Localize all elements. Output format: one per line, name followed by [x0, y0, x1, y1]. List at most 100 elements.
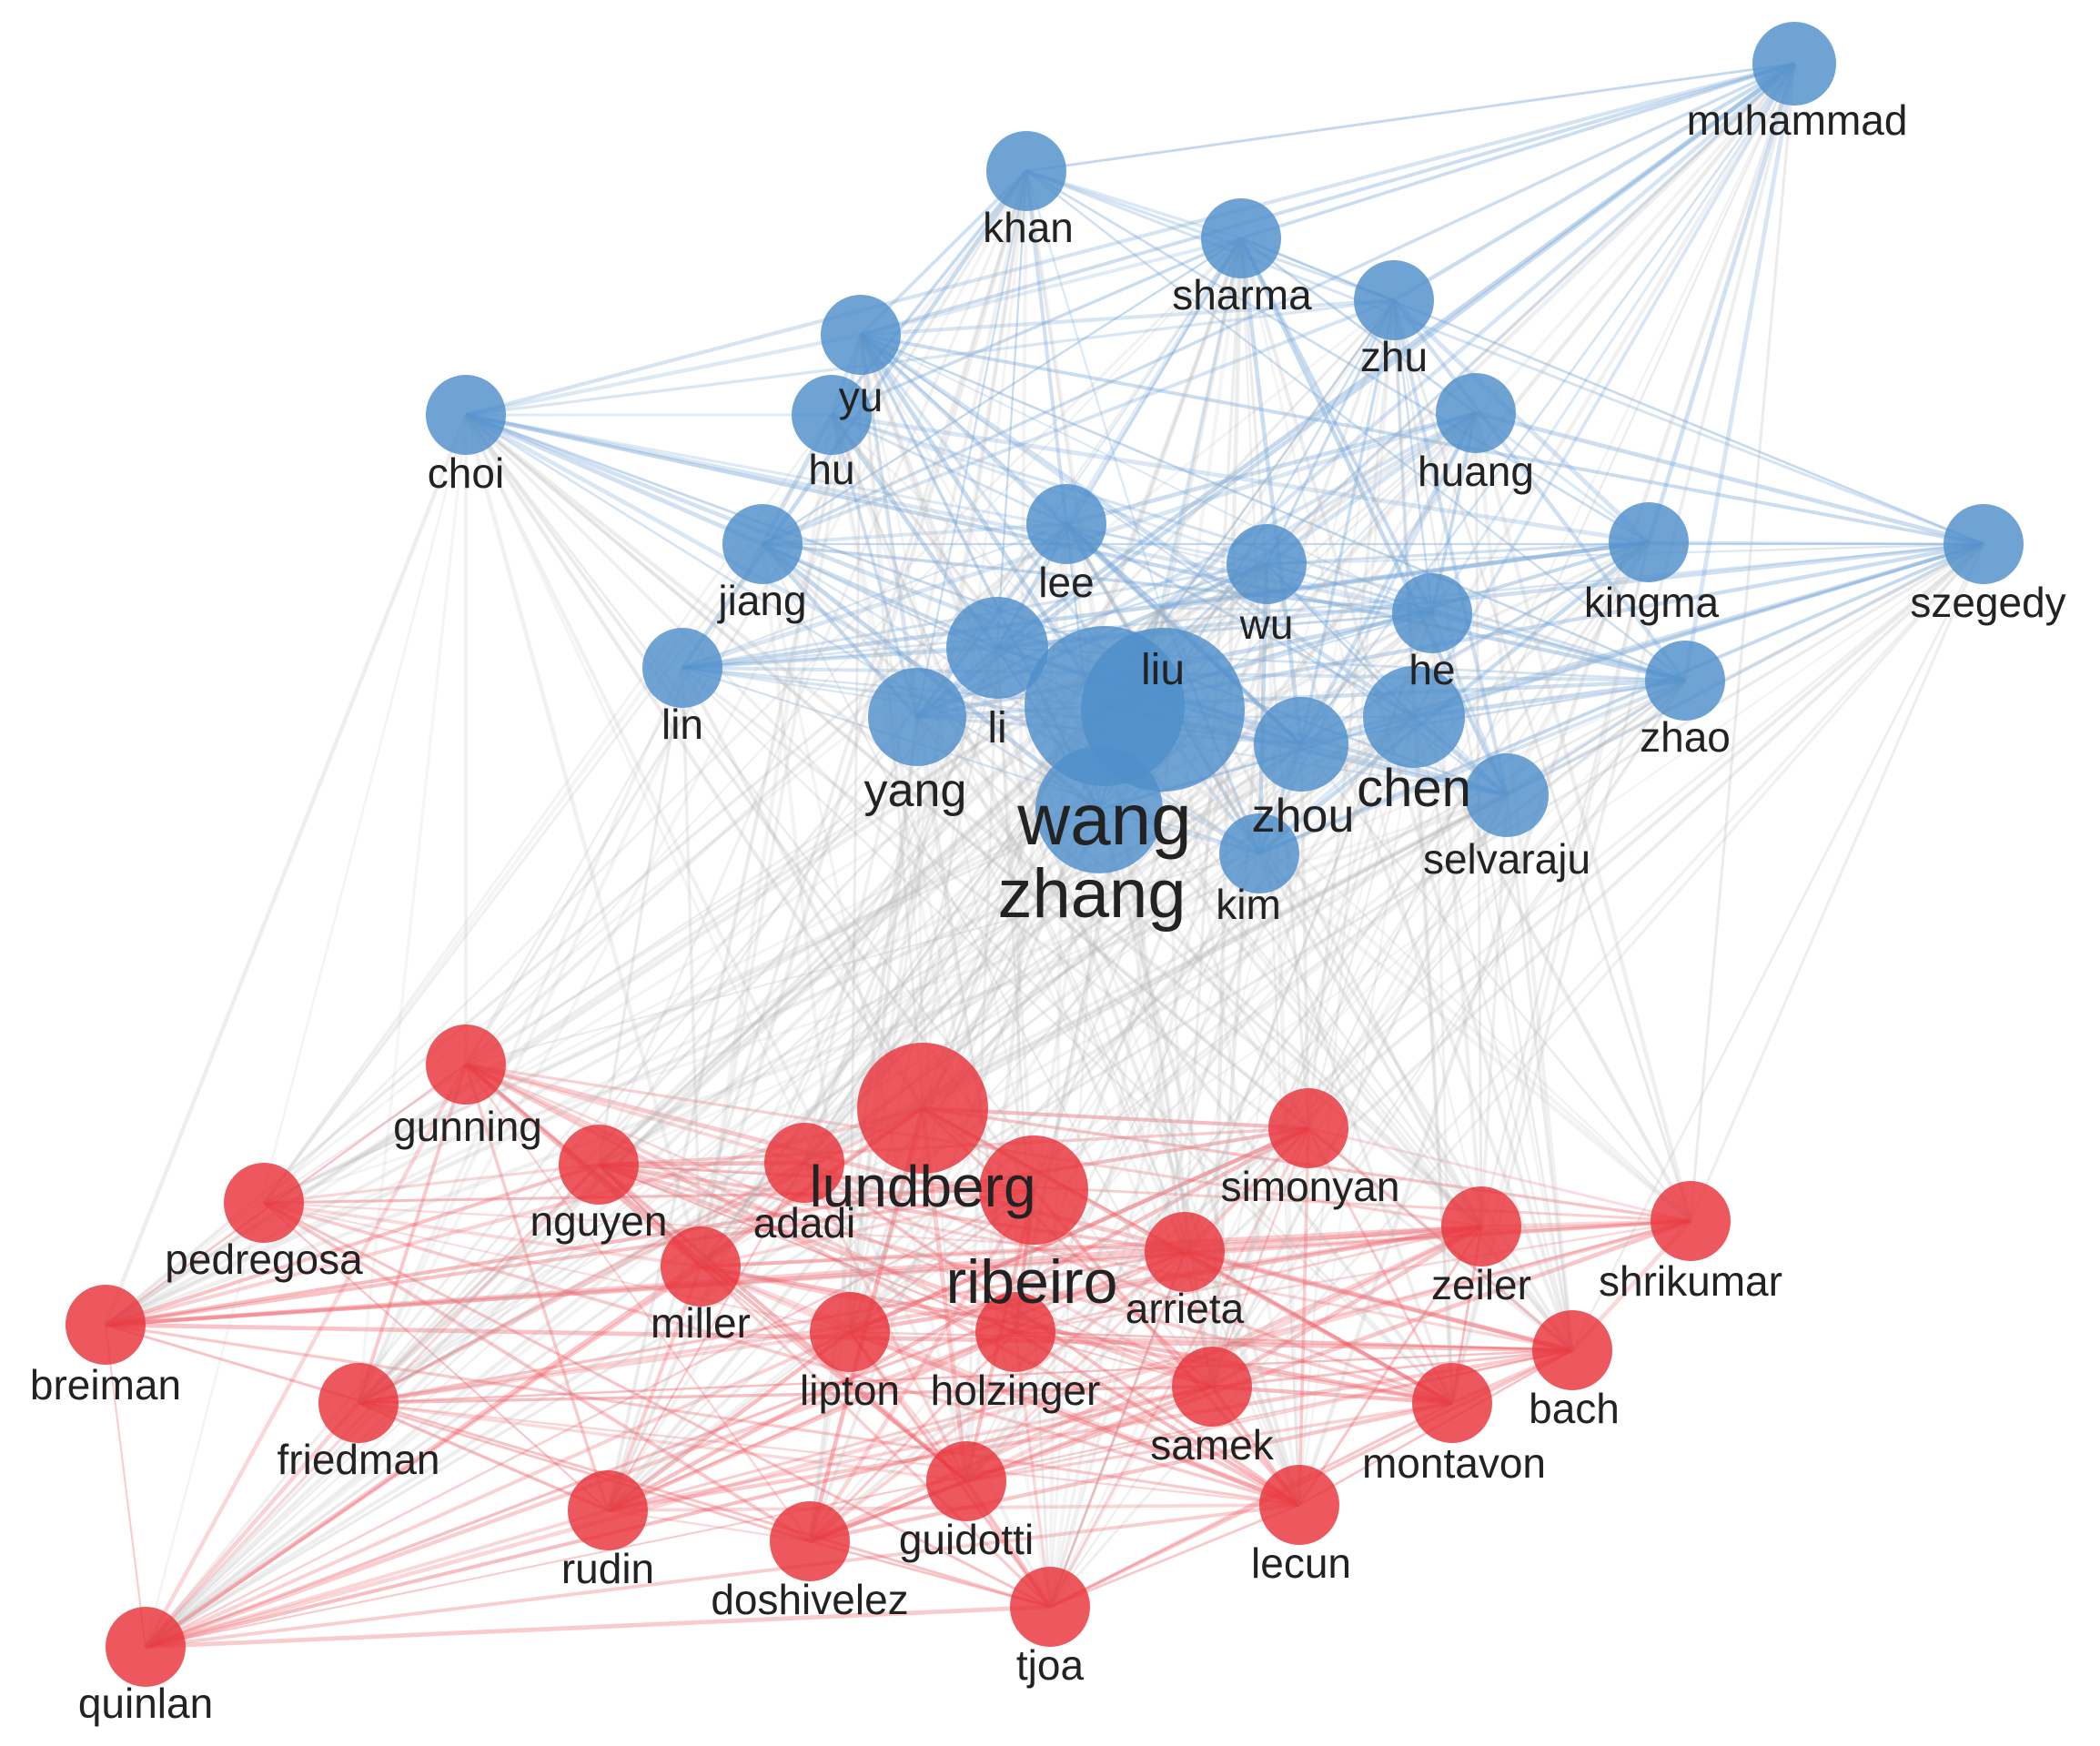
- node-szegedy: [1944, 504, 2024, 584]
- edge-kim-gunning: [465, 852, 1260, 1066]
- edge-khan-gunning: [464, 170, 1028, 1065]
- edge-hu-tjoa: [830, 414, 1052, 1608]
- edge-breiman-lecun: [105, 1323, 1300, 1507]
- edge-muhammad-zhao: [1682, 63, 1797, 681]
- edge-pedregosa-lipton: [263, 1201, 851, 1334]
- edge-miller-rudin: [606, 1266, 702, 1511]
- edge-li-ribeiro: [995, 647, 1035, 1191]
- edge-jiang-samek: [761, 543, 1214, 1388]
- edge-miller-guidotti: [700, 1266, 967, 1482]
- edge-lee-lin: [681, 523, 1067, 669]
- node-lundberg: [857, 1043, 988, 1174]
- edge-sharma-yu: [860, 237, 1242, 337]
- node-jiang: [722, 504, 803, 584]
- edge-lecun-quinlan: [145, 1503, 1300, 1649]
- edge-zhang-lecun: [1096, 809, 1302, 1506]
- label-tjoa: tjoa: [1016, 1641, 1085, 1689]
- edge-lin-kim: [681, 666, 1260, 855]
- node-kingma: [1609, 502, 1689, 582]
- edge-chen-lipton: [848, 715, 1416, 1334]
- edge-zhu-zhou: [1299, 299, 1396, 745]
- edge-choi-tjoa: [464, 414, 1052, 1608]
- edge-adadi-rudin: [606, 1162, 806, 1511]
- edge-chen-simonyan: [1307, 716, 1416, 1129]
- edge-khan-kingma: [1025, 169, 1650, 544]
- edge-samek-quinlan: [145, 1385, 1213, 1649]
- edge-samek-rudin: [607, 1385, 1213, 1512]
- edge-gunning-friedman: [357, 1064, 468, 1404]
- edge-li-lipton: [848, 647, 999, 1333]
- edge-choi-guidotti: [464, 414, 968, 1482]
- edge-muhammad-zhou: [1299, 63, 1796, 745]
- node-zhang: [1035, 746, 1163, 873]
- edge-friedman-doshivelez: [358, 1401, 811, 1543]
- edge-nguyen-arrieta: [598, 1163, 1186, 1254]
- edge-khan-lee: [1024, 170, 1069, 525]
- edge-khan-adadi: [803, 170, 1028, 1164]
- edge-hu-lee: [831, 413, 1067, 526]
- label-zeiler: zeiler: [1431, 1261, 1531, 1308]
- edge-zhao-friedman: [358, 679, 1686, 1405]
- node-bach: [1532, 1310, 1612, 1390]
- edge-hu-arrieta: [830, 414, 1186, 1253]
- node-selvaraju: [1465, 753, 1549, 837]
- edge-simonyan-rudin: [606, 1126, 1310, 1512]
- edge-wu-kingma: [1266, 540, 1650, 566]
- edge-hu-samek: [830, 414, 1214, 1388]
- label-wu: wu: [1239, 601, 1294, 648]
- edge-montavon-doshivelez: [809, 1400, 1453, 1544]
- label-holzinger: holzinger: [931, 1367, 1101, 1414]
- edge-hu-kingma: [831, 412, 1650, 545]
- edge-simonyan-lipton: [849, 1125, 1309, 1335]
- edge-kingma-rudin: [606, 540, 1651, 1512]
- edge-sharma-simonyan: [1239, 237, 1310, 1129]
- node-yu: [821, 295, 901, 375]
- edge-choi-breiman: [103, 414, 469, 1326]
- edge-arrieta-doshivelez: [808, 1250, 1186, 1543]
- edge-chen-shrikumar: [1412, 715, 1692, 1223]
- node-miller: [661, 1226, 741, 1307]
- edge-nguyen-pedregosa: [263, 1163, 600, 1205]
- edge-shrikumar-rudin: [607, 1219, 1691, 1512]
- edge-szegedy-lin: [681, 542, 1984, 670]
- edge-kingma-tjoa: [1048, 541, 1651, 1608]
- edge-montavon-tjoa: [1049, 1401, 1453, 1609]
- edge-zhao-holzinger: [1015, 680, 1686, 1333]
- node-lipton: [810, 1292, 890, 1372]
- edge-simonyan-montavon: [1307, 1127, 1454, 1404]
- node-chen: [1363, 666, 1465, 768]
- edge-he-tjoa: [1048, 612, 1434, 1608]
- label-liu: liu: [1141, 646, 1185, 694]
- label-chen: chen: [1357, 759, 1471, 818]
- edge-hu-lecun: [830, 414, 1301, 1506]
- edge-lin-bach: [681, 666, 1574, 1352]
- edge-bach-samek: [1211, 1348, 1573, 1388]
- node-muhammad: [1752, 22, 1836, 106]
- edge-zhou-shrikumar: [1299, 743, 1692, 1222]
- edge-muhammad-chen: [1412, 63, 1796, 718]
- edge-muhammad-jiang: [762, 62, 1795, 546]
- edge-hu-miller: [698, 414, 834, 1267]
- edge-breiman-tjoa: [105, 1323, 1051, 1609]
- label-doshivelez: doshivelez: [711, 1576, 908, 1623]
- edge-sharma-jiang: [762, 237, 1242, 545]
- edge-chen-nguyen: [598, 715, 1415, 1166]
- label-friedman: friedman: [278, 1436, 440, 1483]
- edge-nguyen-bach: [598, 1163, 1573, 1352]
- edge-zeiler-lecun: [1297, 1226, 1483, 1506]
- label-rudin: rudin: [561, 1545, 654, 1592]
- edge-lin-friedman: [357, 667, 684, 1404]
- edge-ribeiro-doshivelez: [808, 1188, 1035, 1543]
- edge-zhu-choi: [465, 298, 1395, 417]
- edge-zeiler-arrieta: [1184, 1225, 1482, 1254]
- edge-sharma-hu: [831, 237, 1242, 417]
- edge-simonyan-guidotti: [964, 1126, 1310, 1483]
- edge-chen-samek: [1210, 716, 1416, 1388]
- edge-muhammad-he: [1430, 63, 1796, 614]
- label-guidotti: guidotti: [899, 1516, 1034, 1563]
- edge-ribeiro-lecun: [1032, 1188, 1301, 1507]
- edge-khan-nguyen: [597, 170, 1028, 1166]
- edge-jiang-lee: [762, 522, 1067, 546]
- edge-kingma-zeiler: [1479, 541, 1651, 1227]
- node-friedman: [318, 1363, 399, 1443]
